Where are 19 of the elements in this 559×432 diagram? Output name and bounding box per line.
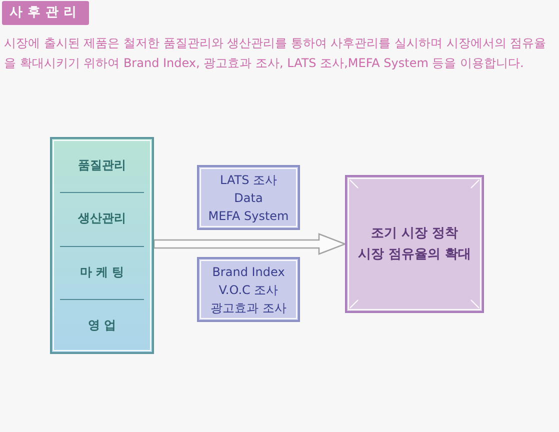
- method-box: [197, 257, 300, 322]
- category-label: 생산관리: [78, 210, 126, 228]
- category-label: 품질관리: [78, 157, 126, 174]
- method-label: LATS 조사: [220, 172, 277, 188]
- goal-box: [345, 175, 484, 313]
- method-box: [197, 165, 300, 230]
- category-column: [50, 137, 154, 354]
- goal-label: 시장 점유율의 확대: [358, 246, 472, 264]
- arrow: [153, 233, 347, 255]
- category-label: 마 케 팅: [80, 264, 124, 281]
- method-label: Data: [234, 190, 263, 206]
- method-label: V.O.C 조사: [218, 282, 278, 298]
- method-label: MEFA System: [208, 208, 289, 224]
- description-text: 시장에 출시된 제품은 철저한 품질관리와 생산관리를 통하여 사후관리를 실시하며 시장에서의 점유율을 확대시키기 위하여 Brand Index, 광고효과 조사, LATS 조사,MEFA System 등을 이용합니다.: [4, 35, 548, 72]
- method-label: 광고효과 조사: [210, 300, 286, 316]
- goal-label: 조기 시장 정착: [370, 225, 458, 243]
- method-label: Brand Index: [212, 264, 285, 280]
- title-badge: 사후관리: [2, 1, 89, 25]
- category-label: 영 업: [88, 316, 116, 334]
